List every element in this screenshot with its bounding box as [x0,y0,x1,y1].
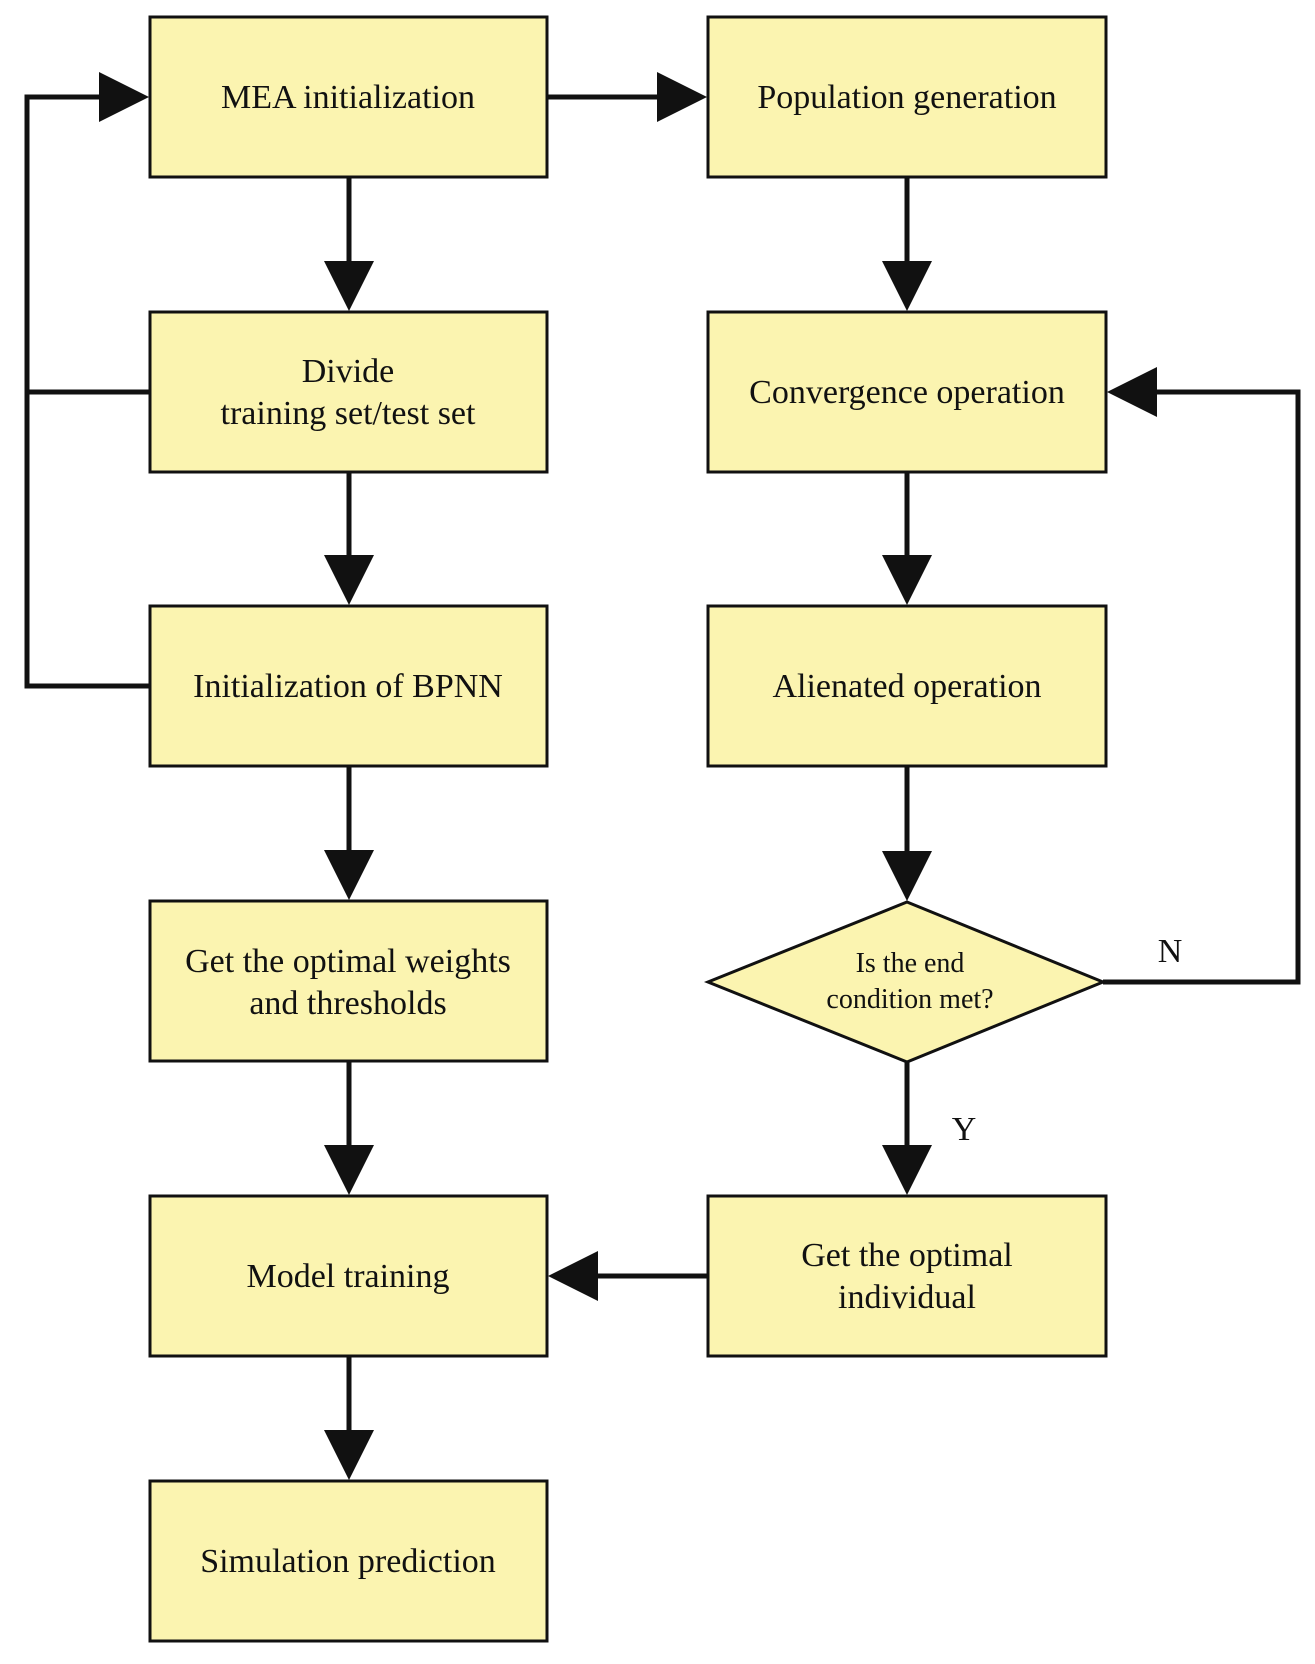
end-condition-label-line1: Is the end [856,948,965,979]
divide-dataset-label-line1: Divide [302,353,395,390]
population-generation-box [706,15,1108,179]
alienated-operation-label: Alienated operation [772,668,1041,705]
feedback-from-bpnn-loop [24,72,150,689]
mea-initialization-box [148,15,549,179]
optimal-individual-label-line2: individual [838,1279,976,1316]
divide-dataset-label-line2: training set/test set [221,395,477,432]
optimal-weights-box [148,899,549,1063]
mea-initialization-label: MEA initialization [221,79,475,116]
end-condition-decision [703,900,1107,1064]
simulation-prediction-label: Simulation prediction [200,1543,496,1580]
convergence-operation-box [706,310,1108,474]
population-generation-label: Population generation [757,79,1056,116]
optimal-individual-box [706,1194,1108,1358]
bpnn-initialization-label: Initialization of BPNN [193,668,503,705]
bpnn-initialization-box [148,604,549,768]
optimal-weights-label-line1: Get the optimal weights [185,943,511,980]
arrow-decision-no-loop [1103,367,1301,985]
divide-dataset-box [148,310,549,474]
optimal-weights-label-line2: and thresholds [249,985,446,1022]
model-training-box [148,1194,549,1358]
model-training-label: Model training [246,1258,449,1295]
optimal-individual-label-line1: Get the optimal [801,1237,1013,1274]
no-branch-label: N [1158,933,1183,970]
yes-branch-label: Y [952,1111,977,1148]
simulation-prediction-box [148,1479,549,1643]
end-condition-label-line2: condition met? [826,984,993,1015]
convergence-operation-label: Convergence operation [749,374,1065,411]
